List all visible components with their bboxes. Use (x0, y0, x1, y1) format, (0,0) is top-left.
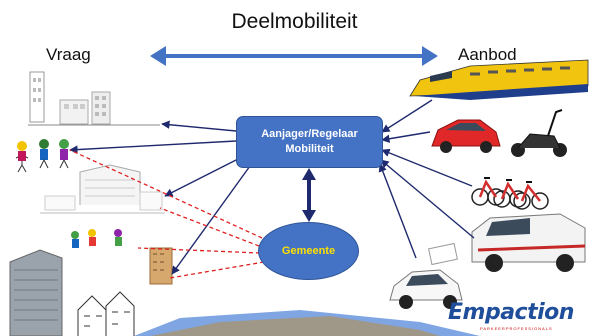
train-image (409, 59, 589, 100)
office-and-houses-sketch (9, 249, 480, 336)
hub-to-demand-arrows (69, 120, 251, 275)
supply-label: Aanbod (458, 45, 517, 64)
red-shared-car-image (431, 119, 501, 153)
empaction-logo: Empaction (448, 300, 574, 325)
residential-building-sketch (40, 164, 165, 214)
people-icons-with-building (71, 229, 173, 285)
demand-supply-double-arrow (150, 46, 438, 66)
white-shared-car-image (471, 213, 586, 272)
supply-to-hub-arrows (378, 99, 475, 259)
municipality-node: Gemeente (258, 222, 359, 280)
hub-municipality-double-arrow (302, 168, 316, 222)
walking-people-icons (15, 139, 69, 173)
logo-tagline: PARKEERPROFESSIONALS (480, 326, 553, 331)
municipality-to-demand-dashed-lines (69, 149, 265, 279)
hub-label-line1: Aanjager/Regelaar (261, 128, 358, 140)
shared-bicycles-image (471, 177, 549, 210)
demand-label: Vraag (46, 45, 91, 64)
hub-label-line2: Mobiliteit (285, 143, 334, 155)
apartment-buildings-image (28, 71, 160, 126)
slide-title: Deelmobiliteit (231, 10, 358, 33)
hub-node: Aanjager/Regelaar Mobiliteit (236, 116, 383, 168)
electric-scooter-image (511, 109, 567, 157)
white-fiat-car-image (389, 242, 463, 309)
